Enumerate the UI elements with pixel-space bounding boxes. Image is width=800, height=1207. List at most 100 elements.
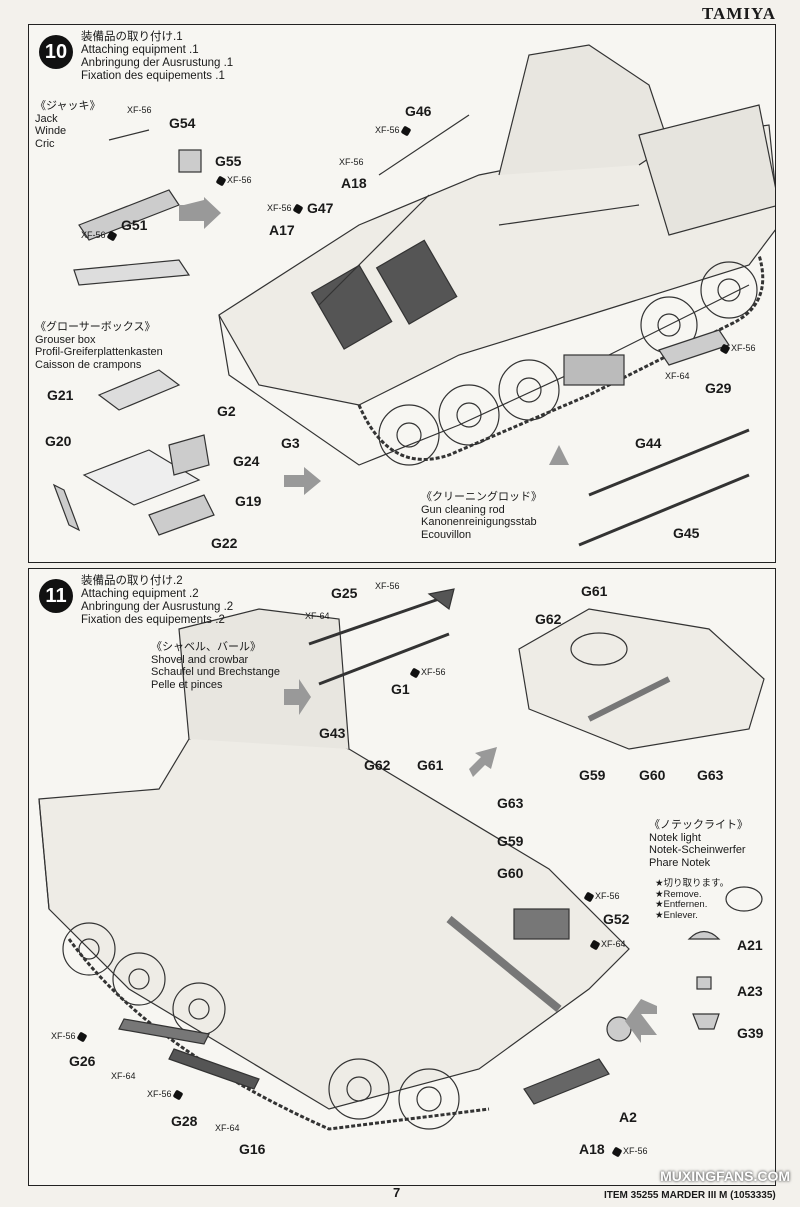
paint-code: XF-64: [215, 1123, 240, 1133]
step-11-panel: 11 装備品の取り付け.2 Attaching equipment .2 Anb…: [28, 568, 776, 1186]
part-label: G45: [673, 525, 700, 541]
part-label: A18: [579, 1141, 605, 1157]
part-label: G19: [235, 493, 262, 509]
paint-code: XF-56: [227, 175, 252, 185]
paint-callout: XF-64: [589, 939, 626, 951]
paint-callout: XF-56: [375, 125, 412, 137]
paint-callout: XF-56: [51, 1031, 88, 1043]
step-11-illustration: [38, 588, 765, 1131]
paint-callout: XF-64: [305, 611, 330, 621]
paint-code: XF-64: [305, 611, 330, 621]
step-11-title: 装備品の取り付け.2 Attaching equipment .2 Anbrin…: [81, 575, 233, 627]
part-label: G16: [239, 1141, 266, 1157]
cleaning-jp: 《クリーニングロッド》: [421, 491, 542, 503]
title-de: Anbringung der Ausrustung .1: [81, 57, 234, 69]
part-label: G3: [281, 435, 300, 451]
paint-code: XF-64: [665, 371, 690, 381]
part-label: G2: [217, 403, 236, 419]
note-fr: ★Enlever.: [655, 909, 698, 921]
part-label: G44: [635, 435, 662, 451]
paint-callout: XF-56: [375, 581, 400, 591]
part-label: G20: [45, 433, 72, 449]
shovel-jp: 《シャベル、バール》: [151, 641, 261, 653]
shovel-fr: Pelle et pinces: [151, 678, 223, 691]
paint-hex-icon: [719, 343, 731, 355]
paint-code: XF-64: [601, 939, 626, 949]
note-jp: ★切り取ります。: [655, 878, 730, 889]
part-label: G63: [497, 795, 524, 811]
paint-hex-icon: [400, 125, 411, 137]
part-label: G59: [579, 767, 606, 783]
part-label: G60: [639, 767, 666, 783]
grouser-fr: Caisson de crampons: [35, 358, 142, 371]
jack-jp: 《ジャッキ》: [35, 100, 101, 112]
part-label: G22: [211, 535, 238, 551]
paint-code: XF-56: [127, 105, 152, 115]
grouser-caption: 《グローサーボックス》 Grouser box Profil-Greiferpl…: [35, 321, 163, 371]
part-label: G25: [331, 585, 358, 601]
paint-callout: XF-56: [339, 157, 364, 167]
paint-callout: XF-64: [665, 371, 690, 381]
part-label: G51: [121, 217, 148, 233]
paint-code: XF-56: [595, 891, 620, 901]
part-label: A18: [341, 175, 367, 191]
paint-hex-icon: [215, 175, 227, 187]
part-label: G39: [737, 1025, 764, 1041]
shovel-de: Schaufel und Brechstange: [151, 666, 281, 678]
paint-callout: XF-56: [147, 1089, 184, 1101]
paint-callout: XF-56: [127, 105, 152, 115]
part-label: A21: [737, 937, 763, 953]
watermark: MUXINGFANS.COM: [660, 1168, 790, 1184]
paint-callout: XF-56: [409, 667, 446, 679]
paint-hex-icon: [106, 230, 117, 242]
jack-fr: Cric: [35, 137, 55, 150]
note-en: ★Remove.: [655, 888, 702, 900]
paint-hex-icon: [292, 203, 303, 215]
paint-hex-icon: [76, 1031, 87, 1043]
paint-hex-icon: [589, 939, 601, 951]
part-label: G61: [581, 583, 608, 599]
paint-callout: XF-56: [267, 203, 304, 215]
paint-callout: XF-56: [215, 175, 252, 187]
part-label: G46: [405, 103, 432, 119]
part-label: G62: [535, 611, 562, 627]
part-label: A2: [619, 1109, 637, 1125]
paint-callout: XF-56: [81, 230, 118, 242]
shovel-caption: 《シャベル、バール》 Shovel and crowbar Schaufel u…: [151, 641, 280, 691]
title-fr: Fixation des equipements .1: [81, 70, 225, 82]
part-label: A17: [269, 222, 295, 238]
title-fr: Fixation des equipements .2: [81, 614, 225, 626]
part-label: G55: [215, 153, 242, 169]
paint-code: XF-56: [421, 667, 446, 677]
part-label: G61: [417, 757, 444, 773]
paint-code: XF-56: [147, 1089, 172, 1099]
notek-en: Notek light: [649, 831, 701, 844]
part-label: G59: [497, 833, 524, 849]
paint-hex-icon: [172, 1089, 183, 1101]
jack-en: Jack: [35, 112, 58, 125]
item-code: (1053335): [730, 1190, 776, 1201]
notek-note: ★切り取ります。 ★Remove. ★Entfernen. ★Enlever.: [655, 878, 730, 921]
grouser-jp: 《グローサーボックス》: [35, 321, 156, 333]
notek-de: Notek-Scheinwerfer: [649, 844, 746, 856]
part-label: G52: [603, 911, 630, 927]
step-number-10: 10: [39, 35, 73, 69]
title-de: Anbringung der Ausrustung .2: [81, 601, 234, 613]
cleaning-caption: 《クリーニングロッド》 Gun cleaning rod Kanonenrein…: [421, 491, 542, 541]
part-label: G24: [233, 453, 260, 469]
part-label: G21: [47, 387, 74, 403]
grouser-de: Profil-Greiferplattenkasten: [35, 346, 163, 358]
paint-callout: XF-56: [611, 1146, 648, 1158]
part-label: G28: [171, 1113, 198, 1129]
paint-hex-icon: [583, 891, 595, 903]
paint-code: XF-56: [623, 1146, 648, 1156]
part-label: G60: [497, 865, 524, 881]
notek-fr: Phare Notek: [649, 856, 711, 869]
step-10-panel: 10 装備品の取り付け.1 Attaching equipment .1 Anb…: [28, 24, 776, 563]
part-label: G29: [705, 380, 732, 396]
item-number: ITEM 35255: [604, 1190, 659, 1201]
paint-code: XF-56: [339, 157, 364, 167]
grouser-en: Grouser box: [35, 333, 96, 346]
jack-de: Winde: [35, 125, 67, 137]
paint-code: XF-56: [375, 581, 400, 591]
